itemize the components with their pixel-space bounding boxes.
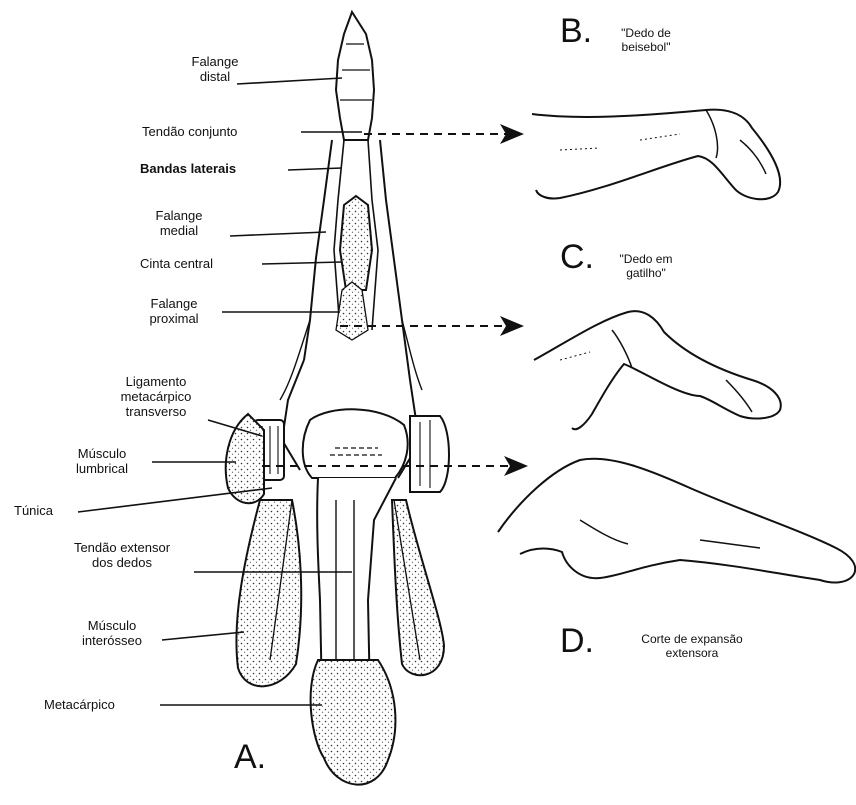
label-tunica: Túnica [14,503,53,518]
label-falange-medial-line2: medial [130,223,228,238]
panel-b-caption: "Dedo de beisebol" [596,26,696,54]
finger-extensor-illustration [226,12,449,785]
interosseous-muscle-left [236,500,301,686]
panel-d-caption-line2: extensora [600,646,784,660]
label-falange-medial-line1: Falange [130,208,228,223]
label-musculo-lumbrical: Músculo lumbrical [54,446,150,476]
label-ligamento: Ligamento metacárpico transverso [96,374,216,419]
label-ligamento-line3: transverso [96,404,216,419]
label-interosseo-line1: Músculo [60,618,164,633]
label-falange-proximal: Falange proximal [126,296,222,326]
label-extensor-line2: dos dedos [52,555,192,570]
extensor-cut-finger-illustration [498,459,855,583]
label-falange-distal-line2: distal [175,69,255,84]
label-tendao-extensor: Tendão extensor dos dedos [52,540,192,570]
metacarpal-bone-shape [311,660,396,785]
label-falange-proximal-line2: proximal [126,311,222,326]
label-falange-proximal-line1: Falange [126,296,222,311]
label-tendao-conjunto: Tendão conjunto [142,124,237,139]
panel-c-caption-line1: "Dedo em [596,252,696,266]
label-metacarpico: Metacárpico [44,697,115,712]
distal-phalanx-shape [336,12,374,140]
label-extensor-line1: Tendão extensor [52,540,192,555]
label-lumbrical-line2: lumbrical [54,461,150,476]
panel-a-letter: A. [234,740,266,774]
label-ligamento-line2: metacárpico [96,389,216,404]
label-falange-medial: Falange medial [130,208,228,238]
panel-c-caption-line2: gatilho" [596,266,696,280]
panel-b-caption-line1: "Dedo de [596,26,696,40]
label-cinta-central: Cinta central [140,256,213,271]
label-ligamento-line1: Ligamento [96,374,216,389]
label-bandas-laterais: Bandas laterais [140,161,236,176]
mallet-finger-illustration [532,110,780,200]
panel-d-letter: D. [560,624,594,658]
label-musculo-interosseo: Músculo interósseo [60,618,164,648]
panel-b-caption-line2: beisebol" [596,40,696,54]
panel-d-caption: Corte de expansão extensora [600,632,784,660]
panel-arrows [262,134,526,466]
label-falange-distal-line1: Falange [175,54,255,69]
panel-c-letter: C. [560,240,594,274]
label-falange-distal: Falange distal [175,54,255,84]
medial-phalanx-shape [340,196,372,290]
trigger-finger-illustration [534,311,781,429]
label-interosseo-line2: interósseo [60,633,164,648]
panel-c-caption: "Dedo em gatilho" [596,252,696,280]
panel-d-caption-line1: Corte de expansão [600,632,784,646]
label-lumbrical-line1: Músculo [54,446,150,461]
panel-b-letter: B. [560,14,592,48]
